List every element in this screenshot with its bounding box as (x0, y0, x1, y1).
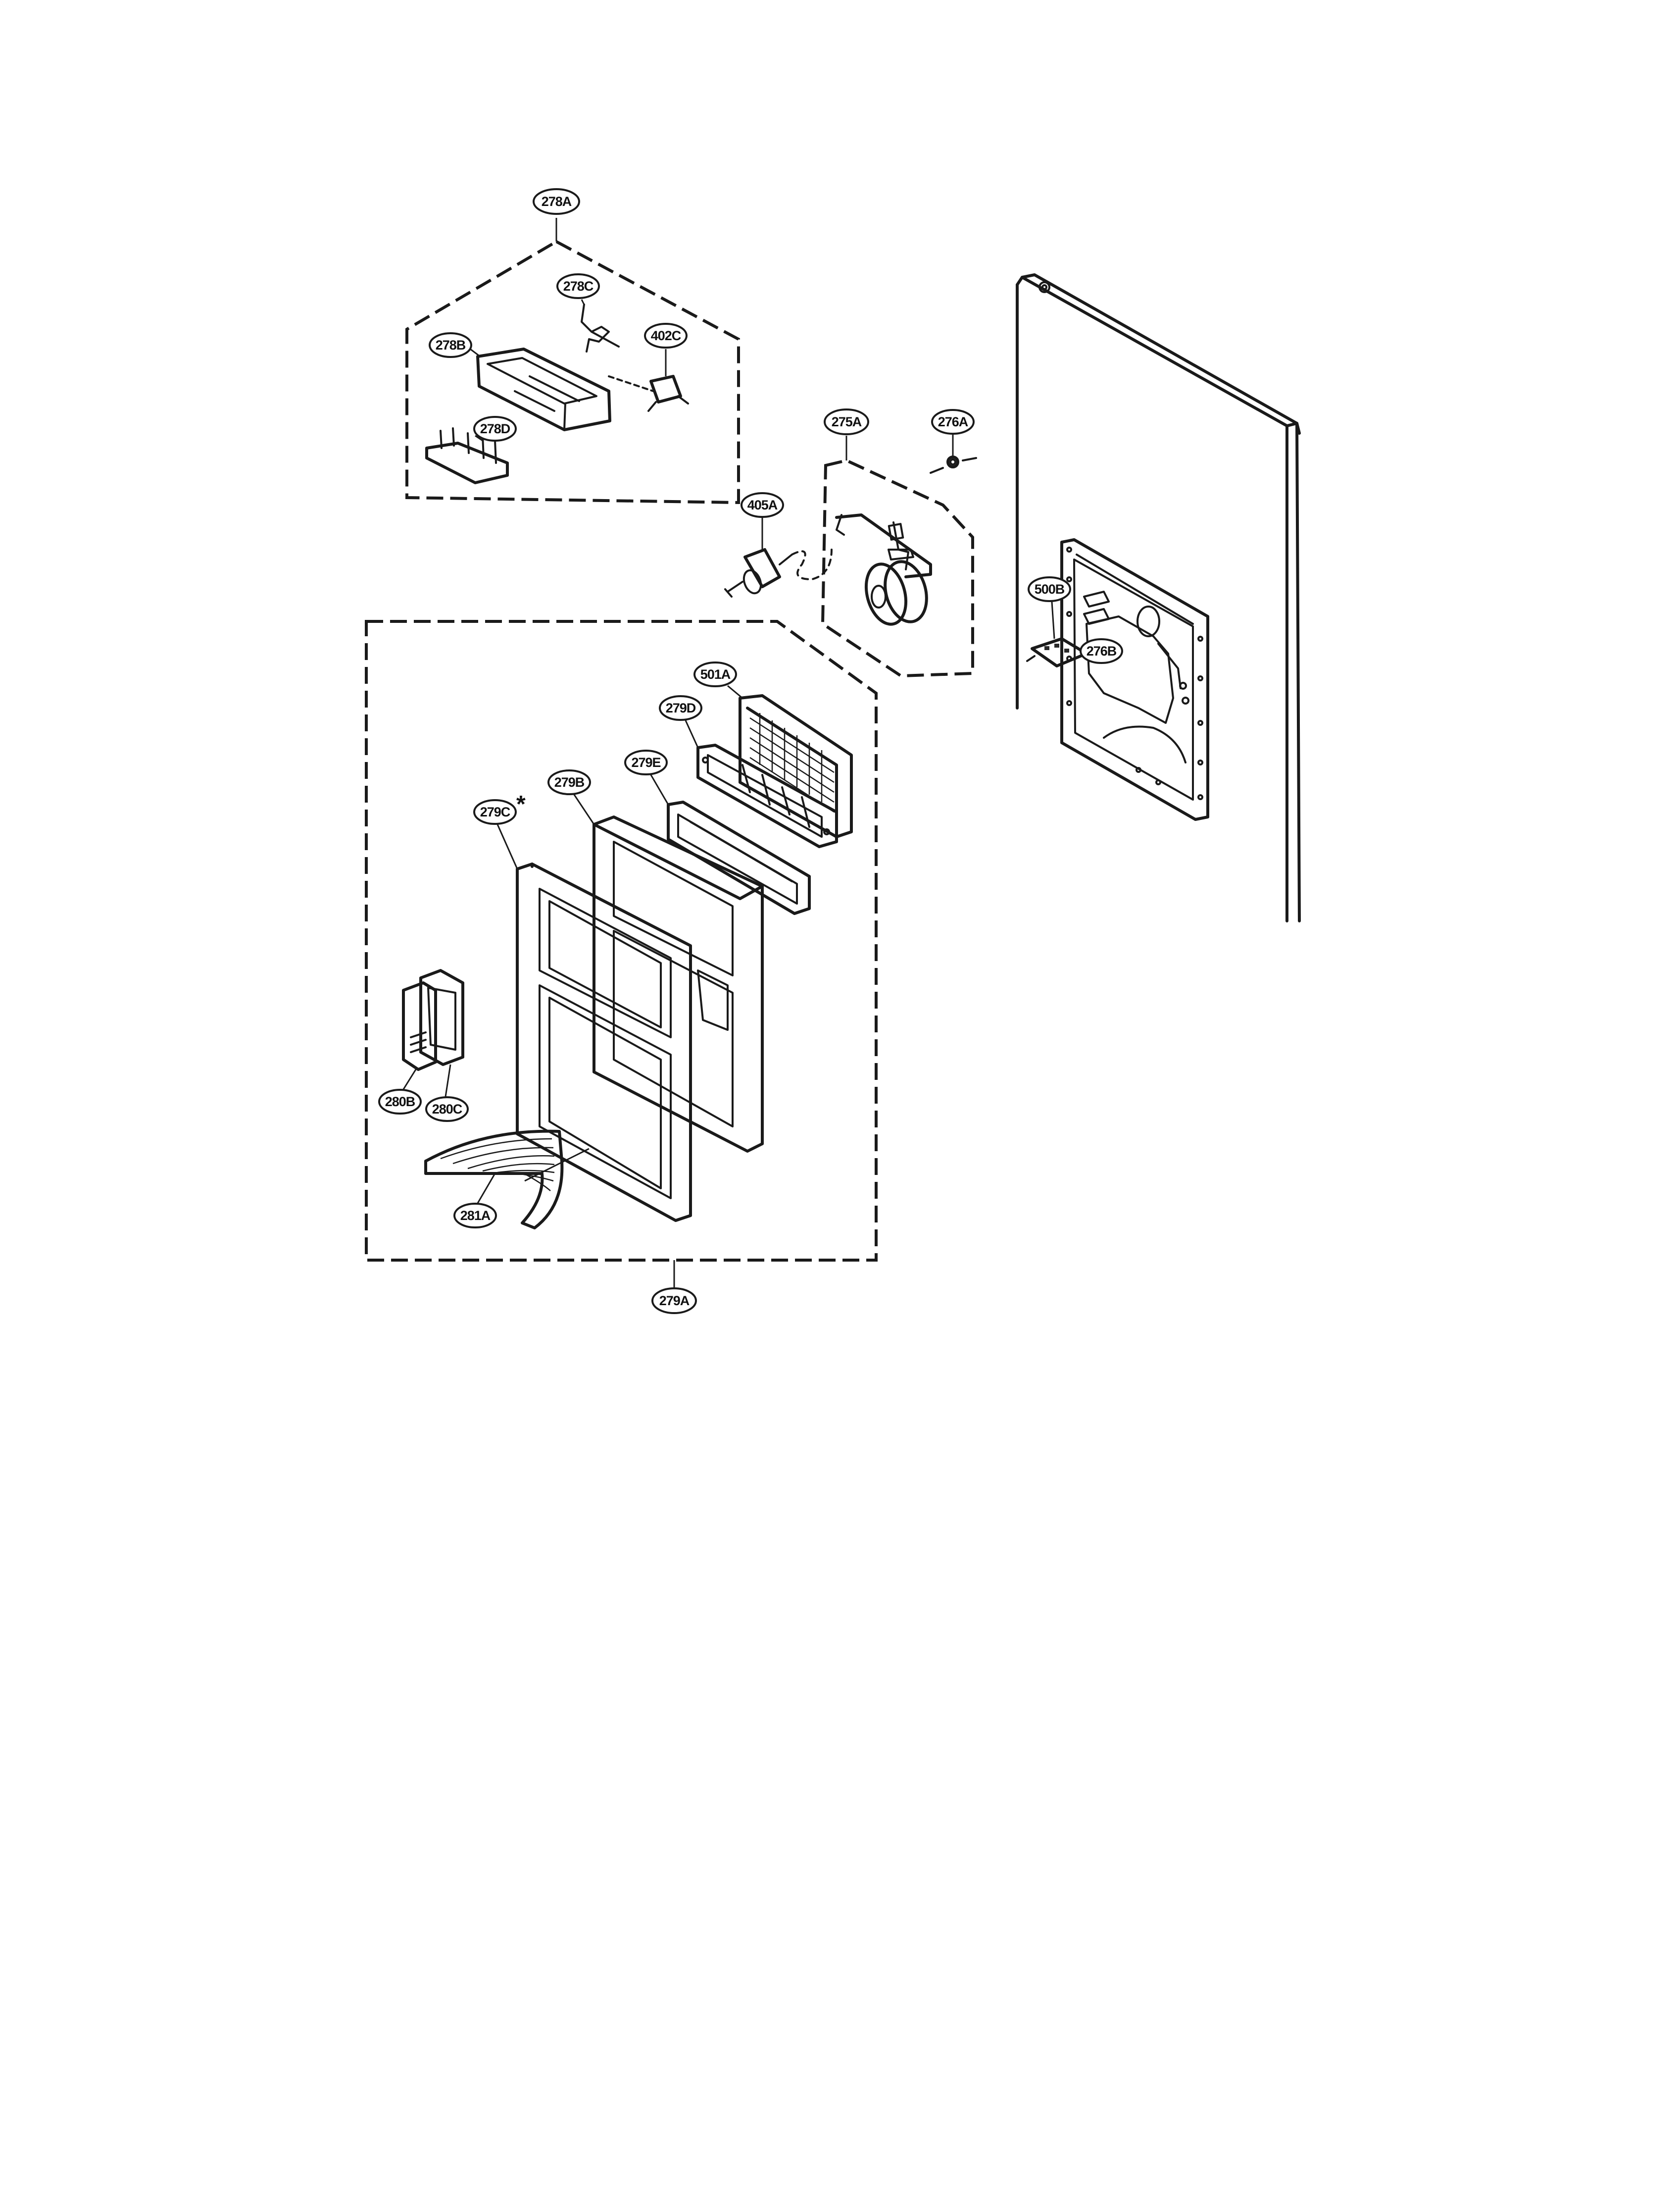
label-278B: 278B (436, 338, 466, 353)
callout-278C: 278C (556, 273, 600, 299)
callout-278A: 278A (533, 188, 580, 215)
label-279B: 279B (554, 775, 585, 790)
callout-279A: 279A (651, 1287, 697, 1314)
part-278B-housing (470, 348, 611, 431)
label-501A: 501A (700, 667, 731, 682)
part-279D-frame (685, 720, 838, 848)
callout-500B: 500B (1028, 576, 1071, 602)
refrigerator-door (1016, 273, 1301, 922)
part-279E-panel (650, 774, 811, 915)
note-marker: * (516, 791, 526, 817)
label-278C: 278C (563, 279, 593, 294)
part-278D-bracket (425, 427, 509, 484)
part-501A-cover (727, 685, 853, 838)
label-280C: 280C (432, 1102, 462, 1117)
group-279A-enclosure (365, 620, 878, 1287)
callout-501A: 501A (693, 661, 737, 687)
label-279E: 279E (631, 755, 660, 770)
label-278A: 278A (542, 194, 572, 209)
part-276A-spring (930, 435, 977, 474)
callout-280C: 280C (425, 1096, 469, 1122)
group-278A-enclosure (405, 218, 740, 505)
callout-279B: 279B (547, 769, 591, 795)
door-dispenser-recess (1060, 538, 1209, 821)
label-276A: 276A (938, 414, 968, 429)
label-279C: 279C (480, 805, 510, 819)
label-278D: 278D (480, 421, 510, 436)
part-405A-solenoid (724, 517, 833, 598)
label-500B: 500B (1035, 582, 1065, 597)
part-280C-panel (419, 969, 464, 1097)
label-280B: 280B (385, 1094, 415, 1109)
group-275A-enclosure (821, 436, 974, 678)
callout-405A: 405A (741, 492, 784, 518)
callout-276B: 276B (1080, 638, 1123, 664)
label-276B: 276B (1087, 644, 1117, 659)
callout-278B: 278B (429, 332, 472, 358)
part-275A-motor (835, 513, 932, 626)
part-278C-harness (581, 299, 654, 392)
callout-281A: 281A (453, 1203, 497, 1228)
label-279D: 279D (666, 701, 696, 715)
label-275A: 275A (832, 414, 862, 429)
part-279B-frame (573, 794, 764, 1153)
part-281A-tray (424, 1129, 564, 1229)
callout-279E: 279E (624, 750, 668, 775)
callout-275A: 275A (824, 408, 869, 435)
label-405A: 405A (747, 498, 778, 512)
callout-279C: 279C * (473, 791, 526, 825)
callout-278D: 278D (473, 416, 517, 442)
part-500B-board (1026, 601, 1088, 667)
label-281A: 281A (460, 1208, 491, 1223)
label-279A: 279A (659, 1293, 690, 1308)
label-402C: 402C (651, 328, 681, 343)
part-402C-switch (647, 349, 689, 412)
callout-402C: 402C (644, 323, 688, 349)
callout-279D: 279D (659, 695, 702, 721)
callout-280B: 280B (378, 1089, 422, 1115)
callout-276A: 276A (931, 409, 975, 435)
